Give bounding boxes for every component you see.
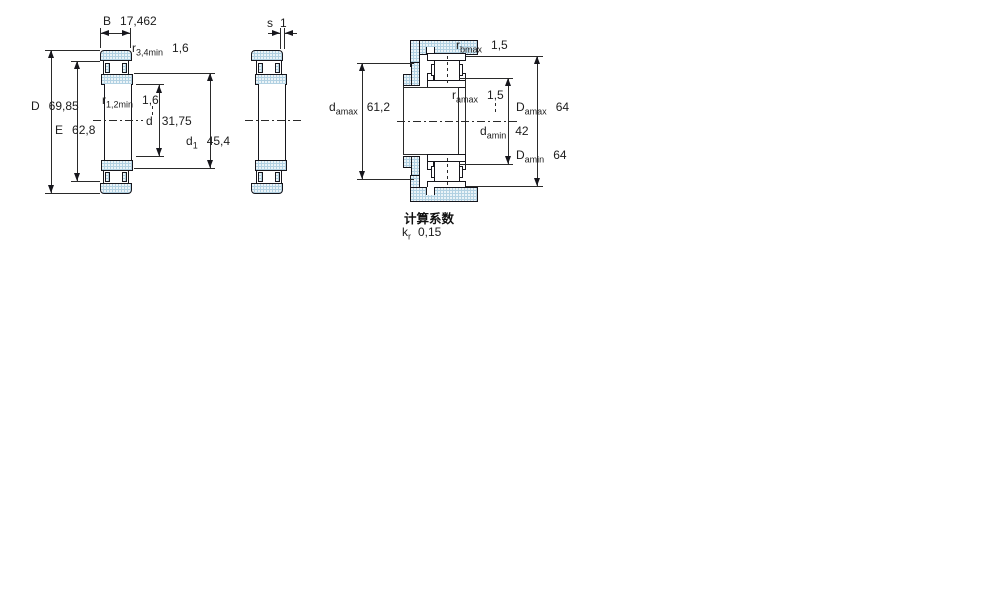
- v3-ext-line: [357, 63, 414, 64]
- dim-arrow: [156, 148, 162, 156]
- v1-ext-line: [45, 50, 100, 51]
- v3-ext-line: [357, 179, 414, 180]
- v2-cage-bit: [258, 63, 263, 73]
- v1-r12-leader: [152, 106, 153, 117]
- v3-shaft-surface: [403, 87, 459, 88]
- dim-arrow: [48, 185, 54, 193]
- v1-ext-line: [100, 28, 101, 48]
- v3-ext-line: [459, 164, 513, 165]
- v1-cage-bit: [105, 172, 110, 182]
- v3-shaft-shoulder-step-bottom: [403, 156, 412, 168]
- v1-centerline: [93, 120, 143, 121]
- v3-cage-hook: [431, 64, 435, 76]
- v3-cage-hook: [459, 64, 463, 76]
- v3-housing-recess-bottom: [426, 187, 435, 195]
- dim-arrow: [272, 30, 280, 36]
- v3-inner-flange-bottom: [427, 161, 434, 170]
- v3-centerline: [397, 121, 519, 122]
- v2-cage-bit: [258, 172, 263, 182]
- v3-ext-line: [466, 186, 543, 187]
- v1-dim-line-E: [77, 61, 78, 181]
- v3-cage-hook: [459, 166, 463, 178]
- dim-arrow: [74, 61, 80, 69]
- dim-arrow: [505, 156, 511, 164]
- dim-arrow: [48, 50, 54, 58]
- v3-housing-recess-top: [426, 47, 435, 55]
- dim-arrow: [359, 171, 365, 179]
- dim-arrow: [101, 30, 109, 36]
- v3-dim-line-Da: [537, 56, 538, 186]
- v1-ext-line: [136, 84, 164, 85]
- v2-inner-ring-body: [258, 84, 286, 160]
- dim-arrow: [285, 30, 293, 36]
- v1-ext-line: [136, 156, 164, 157]
- v1-ext-line: [130, 28, 131, 48]
- v3-housing-bottom: [410, 187, 478, 202]
- v1-ext-line: [45, 193, 100, 194]
- v3-roller-centerline: [447, 158, 448, 186]
- v2-outer-ring-bottom: [251, 183, 283, 194]
- v3-shoulder-face: [403, 86, 404, 154]
- dim-arrow: [534, 56, 540, 64]
- v1-inner-ring-body: [104, 84, 132, 160]
- v3-dim-line-damax: [362, 63, 363, 179]
- v1-ext-line: [134, 73, 215, 74]
- dim-arrow: [359, 63, 365, 71]
- v2-ext-line: [284, 28, 285, 49]
- dim-arrow: [74, 173, 80, 181]
- v1-cage-bit: [105, 63, 110, 73]
- v3-shaft-shoulder-top: [411, 62, 420, 86]
- dim-arrow: [156, 85, 162, 93]
- v1-cage-bit: [122, 63, 127, 73]
- v1-outer-ring-bottom: [100, 183, 132, 194]
- v1-ext-line: [71, 61, 100, 62]
- calculation-factors-title: 计算系数: [404, 212, 455, 226]
- v2-cage-bit: [275, 172, 280, 182]
- v1-ext-line: [134, 168, 215, 169]
- v2-cage-bit: [275, 63, 280, 73]
- dim-arrow: [207, 160, 213, 168]
- v1-dim-line-D: [51, 50, 52, 193]
- v3-roller-centerline: [447, 56, 448, 84]
- v3-ext-line: [459, 78, 513, 79]
- v1-cage-bit: [122, 172, 127, 182]
- v3-ramax-leader: [495, 103, 496, 113]
- v1-dim-line-d: [159, 85, 160, 156]
- v1-dim-line-d1: [210, 73, 211, 168]
- dim-arrow: [207, 73, 213, 81]
- v3-cage-hook: [431, 166, 435, 178]
- v3-dim-line-damin: [508, 78, 509, 164]
- v1-dim-line-B: [101, 33, 130, 34]
- dim-arrow: [505, 78, 511, 86]
- dim-arrow: [122, 30, 130, 36]
- v3-ext-line: [466, 56, 543, 57]
- v3-shaft-shoulder-step-top: [403, 74, 412, 86]
- v2-centerline: [245, 120, 303, 121]
- v2-ext-line: [280, 28, 281, 49]
- v1-ext-line: [71, 181, 100, 182]
- dim-arrow: [534, 178, 540, 186]
